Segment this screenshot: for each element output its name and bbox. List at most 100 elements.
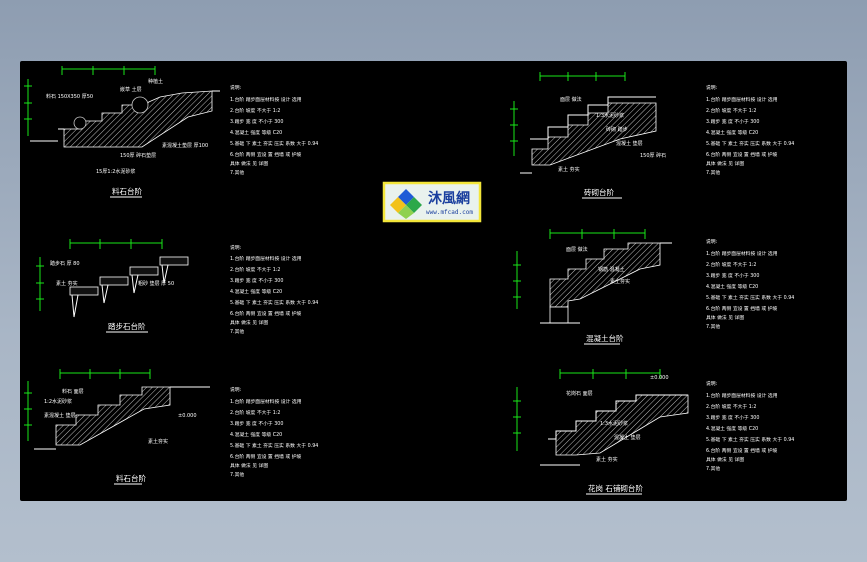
svg-text:7.其他: 7.其他 bbox=[706, 323, 720, 330]
svg-text:7.其他: 7.其他 bbox=[706, 465, 720, 472]
detail-1: 料石 150X350 厚50 嵌草 土层 种植土 素混凝土垫层 厚100 150… bbox=[24, 66, 318, 198]
detail-title: 花岗 石铺砌台阶 bbox=[588, 483, 643, 493]
label-4: ±0.000 bbox=[650, 375, 669, 381]
label-4: 素土夯实 bbox=[148, 438, 168, 445]
svg-text:2.台阶 坡度 不大于 1:2: 2.台阶 坡度 不大于 1:2 bbox=[706, 107, 756, 114]
svg-text:5.基础 下 素土 夯实 压实 系数 大于 0.94: 5.基础 下 素土 夯实 压实 系数 大于 0.94 bbox=[706, 436, 794, 443]
svg-text:2.台阶 坡度 不大于 1:2: 2.台阶 坡度 不大于 1:2 bbox=[706, 261, 756, 268]
detail-title: 料石台阶 bbox=[112, 186, 142, 196]
svg-text:2.台阶 坡度 不大于 1:2: 2.台阶 坡度 不大于 1:2 bbox=[230, 107, 280, 114]
svg-text:具体 做法 见 详图: 具体 做法 见 详图 bbox=[230, 462, 268, 469]
svg-text:4.混凝土 强度 等级 C20: 4.混凝土 强度 等级 C20 bbox=[706, 129, 758, 136]
detail-title: 料石台阶 bbox=[116, 473, 146, 483]
notes: 说明: 1.台阶 踏步面层材料按 设计 选用 2.台阶 坡度 不大于 1:2 3… bbox=[706, 84, 794, 176]
svg-text:4.混凝土 强度 等级 C20: 4.混凝土 强度 等级 C20 bbox=[706, 425, 758, 432]
label-2: 1:3水泥砂浆 bbox=[596, 112, 624, 119]
svg-text:1.台阶 踏步面层材料按 设计 选用: 1.台阶 踏步面层材料按 设计 选用 bbox=[230, 398, 302, 405]
svg-text:1.台阶 踏步面层材料按 设计 选用: 1.台阶 踏步面层材料按 设计 选用 bbox=[230, 255, 302, 262]
svg-text:2.台阶 坡度 不大于 1:2: 2.台阶 坡度 不大于 1:2 bbox=[706, 403, 756, 410]
svg-text:7.其他: 7.其他 bbox=[230, 169, 244, 176]
svg-text:6.台阶 两侧 宜设 置 挡墙 或 护坡: 6.台阶 两侧 宜设 置 挡墙 或 护坡 bbox=[706, 447, 777, 454]
label-3: 素混凝土 垫层 bbox=[44, 412, 76, 419]
logo: 沐風網 www.mfcad.com bbox=[382, 181, 482, 223]
detail-title: 砖砌台阶 bbox=[584, 187, 614, 197]
label-1: 料石 面层 bbox=[62, 388, 84, 395]
svg-text:5.基础 下 素土 夯实 压实 系数 大于 0.94: 5.基础 下 素土 夯实 压实 系数 大于 0.94 bbox=[230, 442, 318, 449]
stair-section bbox=[549, 242, 661, 308]
notes: 说明: 1.台阶 踏步面层材料按 设计 选用 2.台阶 坡度 不大于 1:2 3… bbox=[706, 238, 794, 330]
logo-subtext: www.mfcad.com bbox=[426, 209, 473, 216]
label-4: 混凝土 垫层 bbox=[616, 140, 643, 147]
label-1: 料石 150X350 厚50 bbox=[46, 93, 93, 100]
label-3: 种植土 bbox=[148, 78, 163, 85]
label-5: ±0.000 bbox=[178, 413, 197, 419]
svg-text:具体 做法 见 详图: 具体 做法 见 详图 bbox=[230, 319, 268, 326]
svg-text:1.台阶 踏步面层材料按 设计 选用: 1.台阶 踏步面层材料按 设计 选用 bbox=[706, 96, 778, 103]
svg-text:说明:: 说明: bbox=[706, 380, 718, 387]
svg-text:7.其他: 7.其他 bbox=[230, 328, 244, 335]
svg-text:5.基础 下 素土 夯实 压实 系数 大于 0.94: 5.基础 下 素土 夯实 压实 系数 大于 0.94 bbox=[230, 299, 318, 306]
label-1: 面层 做法 bbox=[560, 96, 582, 103]
svg-text:说明:: 说明: bbox=[706, 238, 718, 245]
svg-text:具体 做法 见 详图: 具体 做法 见 详图 bbox=[230, 160, 268, 167]
detail-2: 踏步石 厚 80 素土 夯实 粗砂 垫层 厚 50 踏步石台阶 说明: 1.台阶… bbox=[36, 239, 318, 335]
notes: 说明: 1.台阶 踏步面层材料按 设计 选用 2.台阶 坡度 不大于 1:2 3… bbox=[706, 380, 794, 472]
svg-text:3.踏步 宽 度 不小于 300: 3.踏步 宽 度 不小于 300 bbox=[706, 118, 759, 125]
svg-text:6.台阶 两侧 宜设 置 挡墙 或 护坡: 6.台阶 两侧 宜设 置 挡墙 或 护坡 bbox=[230, 453, 301, 460]
notes: 说明: 1.台阶 踏步面层材料按 设计 选用 2.台阶 坡度 不大于 1:2 3… bbox=[230, 84, 318, 176]
stair-section bbox=[63, 90, 213, 148]
label-5: 150厚 碎石垫层 bbox=[120, 152, 156, 159]
logo-text: 沐風網 bbox=[428, 190, 470, 207]
label-5: 150厚 碎石 bbox=[640, 152, 666, 159]
svg-text:7.其他: 7.其他 bbox=[706, 169, 720, 176]
label-1: 花岗石 面层 bbox=[566, 390, 593, 397]
svg-text:1.台阶 踏步面层材料按 设计 选用: 1.台阶 踏步面层材料按 设计 选用 bbox=[230, 96, 302, 103]
label-6: 15厚1:2水泥砂浆 bbox=[96, 168, 135, 175]
label-3: 粗砂 垫层 厚 50 bbox=[138, 280, 174, 287]
label-3: 砖砌 踏步 bbox=[606, 126, 628, 133]
label-2: 1:3水泥砂浆 bbox=[600, 420, 628, 427]
svg-text:3.踏步 宽 度 不小于 300: 3.踏步 宽 度 不小于 300 bbox=[230, 277, 283, 284]
svg-text:1.台阶 踏步面层材料按 设计 选用: 1.台阶 踏步面层材料按 设计 选用 bbox=[706, 392, 778, 399]
svg-text:5.基础 下 素土 夯实 压实 系数 大于 0.94: 5.基础 下 素土 夯实 压实 系数 大于 0.94 bbox=[230, 140, 318, 147]
svg-text:4.混凝土 强度 等级 C20: 4.混凝土 强度 等级 C20 bbox=[706, 283, 758, 290]
svg-text:2.台阶 坡度 不大于 1:2: 2.台阶 坡度 不大于 1:2 bbox=[230, 409, 280, 416]
svg-text:说明:: 说明: bbox=[706, 84, 718, 91]
svg-text:5.基础 下 素土 夯实 压实 系数 大于 0.94: 5.基础 下 素土 夯实 压实 系数 大于 0.94 bbox=[706, 294, 794, 301]
detail-6: 花岗石 面层 1:3水泥砂浆 混凝土 垫层 ±0.000 素土 夯实 花岗 石铺… bbox=[513, 369, 794, 495]
svg-text:具体 做法 见 详图: 具体 做法 见 详图 bbox=[706, 314, 744, 321]
svg-text:具体 做法 见 详图: 具体 做法 见 详图 bbox=[706, 456, 744, 463]
svg-text:4.混凝土 强度 等级 C20: 4.混凝土 强度 等级 C20 bbox=[230, 288, 282, 295]
svg-text:说明:: 说明: bbox=[230, 84, 242, 91]
detail-title: 踏步石台阶 bbox=[108, 321, 146, 331]
label-1: 踏步石 厚 80 bbox=[50, 260, 80, 267]
label-4: 素混凝土垫层 厚100 bbox=[162, 142, 208, 149]
label-2: 钢筋 混凝土 bbox=[598, 266, 625, 273]
svg-text:说明:: 说明: bbox=[230, 386, 242, 393]
svg-text:6.台阶 两侧 宜设 置 挡墙 或 护坡: 6.台阶 两侧 宜设 置 挡墙 或 护坡 bbox=[706, 151, 777, 158]
svg-text:1.台阶 踏步面层材料按 设计 选用: 1.台阶 踏步面层材料按 设计 选用 bbox=[706, 250, 778, 257]
notes: 说明: 1.台阶 踏步面层材料按 设计 选用 2.台阶 坡度 不大于 1:2 3… bbox=[230, 386, 318, 478]
cad-drawing-canvas: 料石 150X350 厚50 嵌草 土层 种植土 素混凝土垫层 厚100 150… bbox=[20, 61, 847, 501]
svg-text:说明:: 说明: bbox=[230, 244, 242, 251]
svg-text:3.踏步 宽 度 不小于 300: 3.踏步 宽 度 不小于 300 bbox=[230, 420, 283, 427]
svg-text:5.基础 下 素土 夯实 压实 系数 大于 0.94: 5.基础 下 素土 夯实 压实 系数 大于 0.94 bbox=[706, 140, 794, 147]
label-2: 1:2水泥砂浆 bbox=[44, 398, 72, 405]
detail-3: 料石 面层 1:2水泥砂浆 素混凝土 垫层 素土夯实 ±0.000 料石台阶 说… bbox=[24, 369, 318, 485]
label-1: 面层 做法 bbox=[566, 246, 588, 253]
label-2: 素土 夯实 bbox=[56, 280, 78, 287]
svg-text:3.踏步 宽 度 不小于 300: 3.踏步 宽 度 不小于 300 bbox=[230, 118, 283, 125]
detail-4: 面层 做法 1:3水泥砂浆 砖砌 踏步 混凝土 垫层 150厚 碎石 素土 夯实… bbox=[510, 72, 794, 199]
stepping-stones bbox=[69, 256, 189, 318]
notes: 说明: 1.台阶 踏步面层材料按 设计 选用 2.台阶 坡度 不大于 1:2 3… bbox=[230, 244, 318, 335]
svg-text:3.踏步 宽 度 不小于 300: 3.踏步 宽 度 不小于 300 bbox=[706, 272, 759, 279]
label-6: 素土 夯实 bbox=[558, 166, 580, 173]
stair-section bbox=[531, 102, 657, 166]
svg-text:7.其他: 7.其他 bbox=[230, 471, 244, 478]
stair-section bbox=[55, 386, 171, 446]
detail-5: 面层 做法 钢筋 混凝土 素土夯实 混凝土台阶 说明: 1.台阶 踏步面层材料按… bbox=[513, 229, 794, 345]
svg-text:6.台阶 两侧 宜设 置 挡墙 或 护坡: 6.台阶 两侧 宜设 置 挡墙 或 护坡 bbox=[706, 305, 777, 312]
dimension-lines bbox=[24, 66, 156, 136]
svg-text:6.台阶 两侧 宜设 置 挡墙 或 护坡: 6.台阶 两侧 宜设 置 挡墙 或 护坡 bbox=[230, 151, 301, 158]
svg-text:2.台阶 坡度 不大于 1:2: 2.台阶 坡度 不大于 1:2 bbox=[230, 266, 280, 273]
